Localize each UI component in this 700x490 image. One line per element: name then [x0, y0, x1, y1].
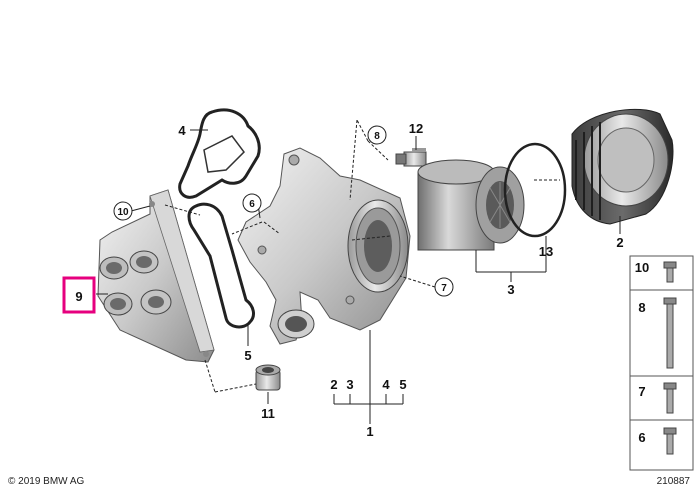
- legend-label-7: 7: [638, 384, 645, 399]
- highlight-box: [62, 276, 96, 314]
- callout-10: 10: [117, 207, 129, 218]
- leader-lines: [96, 119, 621, 424]
- callout-2-right: 2: [616, 235, 623, 250]
- bolt-6-icon: [663, 427, 677, 435]
- callout-circle-8: [367, 125, 387, 145]
- callout-1: 1: [366, 424, 373, 439]
- gasket-4-part: [178, 108, 261, 199]
- bolt-10-icon: [663, 261, 677, 269]
- callout-circle-10: [113, 201, 133, 221]
- callout-12: 12: [409, 121, 423, 136]
- callout-3-right: 3: [507, 282, 514, 297]
- callout-9: 9: [75, 289, 82, 304]
- bolt-7-icon: [663, 382, 677, 390]
- legend-label-6: 6: [638, 430, 645, 445]
- callout-5-left: 5: [244, 348, 251, 363]
- legend-label-8: 8: [638, 300, 645, 315]
- bushing-part: [255, 364, 281, 391]
- filter-cap-part: [571, 108, 674, 225]
- callout-4-bottom: 4: [382, 377, 390, 392]
- bolt-8-icon: [663, 297, 677, 305]
- callout-circle-6: [242, 193, 262, 213]
- callout-7: 7: [441, 283, 447, 294]
- copyright-text: © 2019 BMW AG: [8, 476, 85, 487]
- callout-11: 11: [261, 406, 275, 421]
- callout-5-bottom: 5: [399, 377, 406, 392]
- callout-circle-7: [434, 277, 454, 297]
- oil-filter-element-part: [417, 159, 525, 251]
- callout-3-bottom: 3: [346, 377, 353, 392]
- diagram-id: 210887: [657, 476, 691, 487]
- oil-filter-housing-part: [237, 147, 411, 345]
- o-ring-part: [503, 142, 567, 238]
- callout-4-top: 4: [178, 123, 186, 138]
- callout-13: 13: [539, 244, 553, 259]
- bolt-legend: 10 8 7 6: [629, 255, 694, 471]
- callout-6: 6: [249, 199, 255, 210]
- gasket-5-part: [187, 202, 255, 329]
- legend-label-10: 10: [635, 260, 649, 275]
- callout-8: 8: [374, 131, 380, 142]
- oil-cooler-part: [97, 189, 215, 363]
- oil-sensor-part: [395, 148, 427, 167]
- callout-2-bottom: 2: [330, 377, 337, 392]
